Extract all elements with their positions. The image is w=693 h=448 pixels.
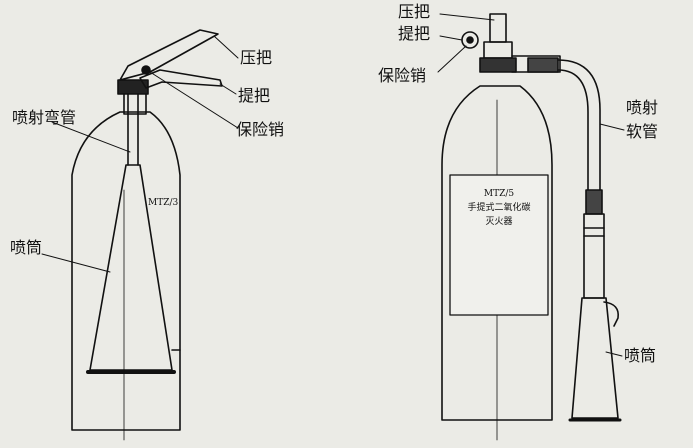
right-grip [583,213,605,299]
left-extinguisher: MTZ/3 [41,29,239,441]
left-bent-pipe [127,93,139,166]
right-valve-top [489,13,507,43]
right-fitting [527,57,559,73]
left-label-nozzle-horn: 喷筒 [10,238,43,257]
left-valve-body [117,79,149,95]
left-label-handle: 压把 [240,48,273,67]
right-cylinder [441,85,553,421]
left-cylinder [71,111,181,431]
right-safety-pin-inner [466,36,474,44]
right-label-carry-handle: 提把 [398,24,431,43]
left-carry-handle [139,69,223,89]
right-hose [557,59,601,191]
right-label-safety-pin: 保险销 [378,66,427,85]
right-nozzle-horn [571,297,619,419]
right-leader-handle [439,13,495,21]
left-label-carry-handle: 提把 [238,86,271,105]
left-leader-bentpipe [51,121,131,153]
right-leader-hose [599,123,625,131]
right-product-type: 灭火器 [485,216,512,227]
left-leader-carry [219,83,237,95]
right-label-hose-line1: 喷射 [626,98,659,117]
right-valve-mid [483,41,513,59]
left-leader-handle [213,35,239,59]
left-press-lever [119,29,219,81]
right-leader-pin [437,45,467,73]
right-extinguisher: MTZ/5 手提式二氧化碳 灭火器 [437,13,625,441]
right-product-name: 手提式二氧化碳 [467,201,530,213]
right-label-handle: 压把 [398,2,431,21]
right-label-box [449,174,549,316]
right-leader-horn [605,351,623,357]
left-label-bent-pipe: 喷射弯管 [12,108,77,127]
left-leader-horn [41,253,111,273]
right-model-tag: MTZ/5 [484,189,515,199]
right-label-nozzle-horn: 喷筒 [624,346,657,365]
left-label-safety-pin: 保险销 [236,120,285,139]
right-leader-carry [439,35,463,41]
left-leader-pin [149,71,239,129]
left-safety-pin [141,65,151,75]
left-nozzle-horn [89,164,173,371]
right-label-hose-line2: 软管 [626,122,659,141]
left-model-tag: MTZ/3 [148,198,179,208]
right-valve-nut [479,57,517,73]
right-ferrule [585,189,603,215]
